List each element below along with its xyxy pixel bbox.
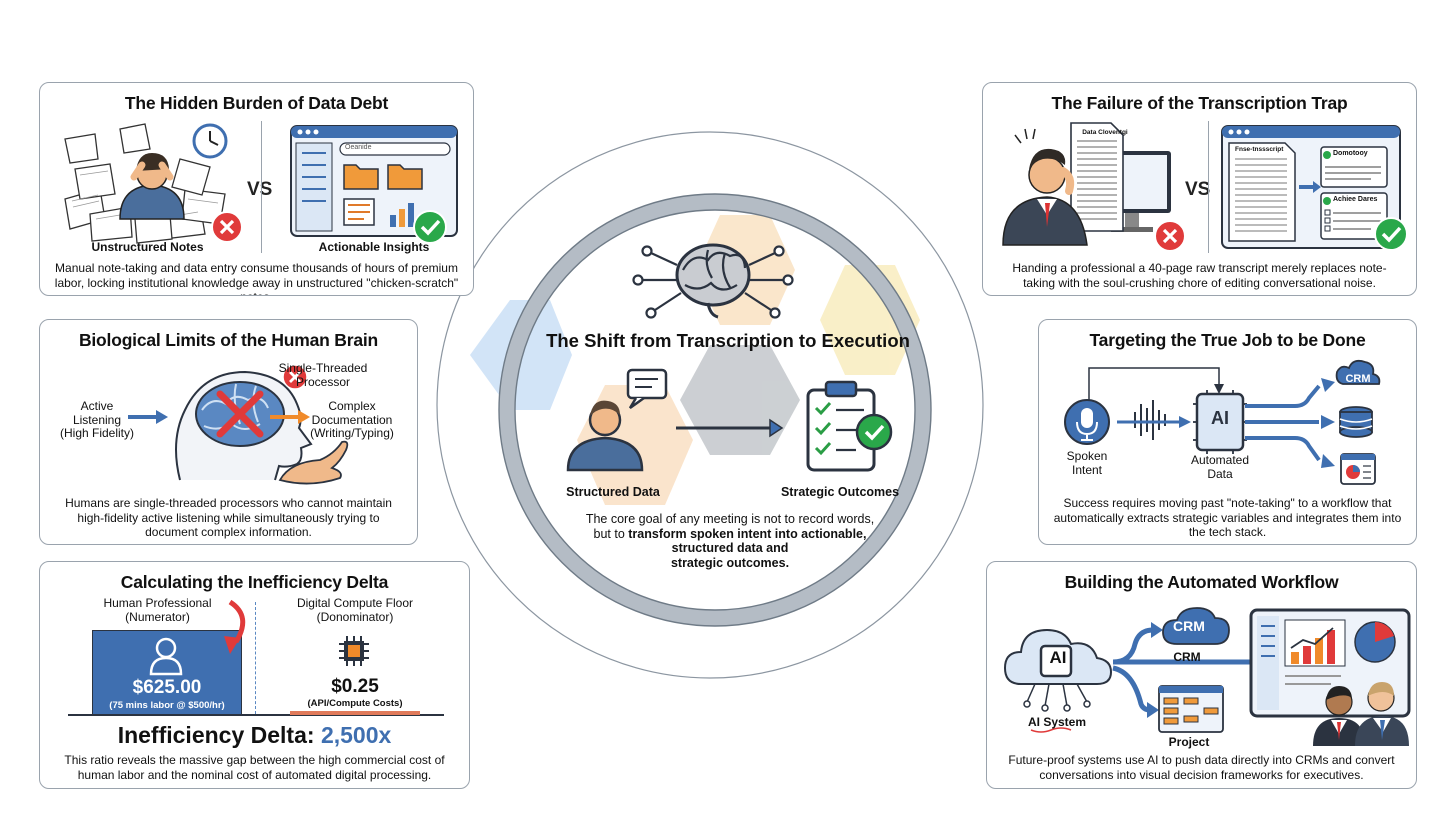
project-label: Project: [1168, 735, 1210, 749]
vs-label: VS: [1185, 179, 1211, 200]
actionable-insights-label: Actionable Insights: [318, 240, 430, 254]
head-brain-illustration: [175, 364, 349, 485]
strategic-outcomes-label: Strategic Outcomes: [780, 485, 900, 499]
arrow-right-icon: [676, 418, 784, 438]
spoken-intent-label: Spoken Intent: [1066, 449, 1108, 477]
human-professional-label: Human Professional: [103, 596, 212, 610]
ai-chip-label: AI: [1211, 408, 1229, 428]
panel-description: Manual note-taking and data entry consum…: [54, 261, 459, 295]
actionable-insights-window: [290, 125, 458, 237]
curved-red-arrow-icon: [224, 599, 246, 654]
main-ring: [499, 194, 931, 626]
writing-typing-label: (Writing/Typing): [310, 426, 394, 440]
clipboard-checklist-icon: [806, 380, 893, 472]
panel-description: Humans are single-threaded processors wh…: [65, 496, 392, 539]
hex-gray: [680, 345, 800, 455]
ai-system-label: AI System: [1027, 715, 1087, 729]
single-threaded-label: Single-Threaded Processor: [278, 361, 368, 389]
center-description: The core goal of any meeting is not to r…: [585, 512, 875, 570]
digital-compute-label: Digital Compute Floor: [296, 596, 414, 610]
automated-data-label: Automated Data: [1190, 453, 1250, 481]
ai-cloud-label: AI: [1049, 648, 1067, 667]
arrow-out-icon: [270, 410, 310, 424]
human-cost-value: $625.00: [132, 677, 202, 698]
complex-documentation-label: Complex Documentation: [311, 399, 393, 427]
summary-card-2: Achiee Dares: [1333, 196, 1378, 203]
brain-network-icon: [632, 243, 794, 319]
panel-true-job: Targeting the True Job to be Done CRM AI…: [1038, 319, 1417, 545]
transcript-to-summary-window: [1221, 125, 1401, 249]
panel-brain-limits: Biological Limits of the Human Brain Act…: [39, 319, 418, 545]
high-fidelity-label: (High Fidelity): [59, 426, 134, 440]
vs-label: VS: [247, 179, 273, 200]
unstructured-notes-illustration: [64, 123, 228, 244]
dashed-divider: [255, 602, 256, 714]
human-cost-note: (75 mins labor @ $500/hr): [109, 700, 225, 711]
crm-label: CRM: [1173, 650, 1201, 664]
digital-cost-value: $0.25: [331, 676, 379, 697]
panel-title: Calculating the Inefficiency Delta: [120, 572, 389, 592]
active-listening-label: Active Listening: [72, 399, 122, 427]
panel-description: Handing a professional a 40-page raw tra…: [1012, 261, 1387, 290]
divider: [1208, 121, 1209, 253]
numerator-label: (Numerator): [125, 610, 190, 624]
search-box-text: Oeanide: [345, 144, 372, 151]
unstructured-notes-label: Unstructured Notes: [91, 240, 204, 254]
crm-cloud-label: CRM: [1173, 618, 1205, 634]
person-icon: [149, 637, 183, 676]
delta-row: Inefficiency Delta: 2,500x: [117, 722, 392, 748]
denominator-label: (Donominator): [316, 610, 394, 624]
panel-description: Success requires moving past "note-takin…: [1053, 496, 1402, 539]
crm-label: CRM: [1345, 373, 1371, 385]
digital-cost-note: (API/Compute Costs): [307, 698, 403, 709]
baseline: [68, 714, 444, 716]
green-check-icon: [1374, 217, 1408, 251]
panel-inefficiency: Calculating the Inefficiency Delta Human…: [39, 561, 470, 789]
panel-title: The Hidden Burden of Data Debt: [124, 93, 389, 113]
green-check-icon: [413, 210, 447, 244]
divider: [261, 121, 262, 253]
digital-cost-bar: [290, 711, 420, 715]
center-graphic: [436, 131, 984, 679]
panel-title: Building the Automated Workflow: [1064, 572, 1339, 592]
automated-workflow-illustration: [1003, 607, 1411, 746]
transcript-label: Fnse-tnssscript: [1235, 146, 1284, 153]
panel-description: This ratio reveals the massive gap betwe…: [64, 753, 445, 782]
panel-title: Targeting the True Job to be Done: [1089, 330, 1366, 350]
panel-title: The Failure of the Transcription Trap: [1051, 93, 1348, 113]
center-title: The Shift from Transcription to Executio…: [546, 330, 910, 351]
outer-ring: [436, 131, 984, 679]
panel-transcription-trap: The Failure of the Transcription Trap Da…: [982, 82, 1417, 296]
structured-data-label: Structured Data: [566, 485, 660, 499]
panel-workflow: Building the Automated Workflow: [986, 561, 1417, 789]
red-x-icon: [211, 211, 243, 243]
panel-description: Future-proof systems use AI to push data…: [1008, 753, 1395, 782]
panel-title: Biological Limits of the Human Brain: [78, 330, 379, 350]
workflow-illustration: [1064, 359, 1381, 485]
panel-data-debt: The Hidden Burden of Data Debt Unstructu…: [39, 82, 474, 296]
cpu-chip-icon: [339, 636, 369, 666]
person-speech-icon: [566, 368, 668, 472]
summary-card-1: Domotooy: [1333, 150, 1368, 157]
doc-title-text: Data Cloventgi: [1082, 129, 1128, 136]
arrow-in-icon: [128, 410, 168, 424]
red-x-icon: [1154, 220, 1186, 252]
frustrated-worker-illustration: [1002, 122, 1171, 246]
